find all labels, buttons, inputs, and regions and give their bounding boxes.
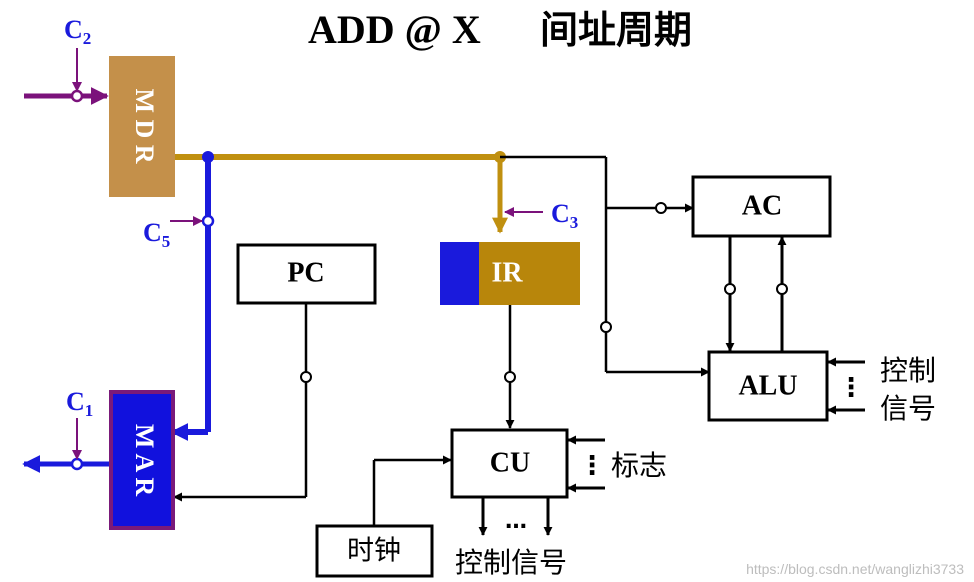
alu-unit: ALU — [707, 350, 829, 422]
c2-subscript: 2 — [83, 29, 92, 48]
ac-alu-links — [724, 236, 788, 352]
pc-label: PC — [287, 257, 324, 288]
cu-outputs — [478, 497, 553, 536]
c2-letter: C — [64, 15, 83, 44]
memory-data-bus-in — [24, 87, 109, 105]
control-signal-c1: C1 — [66, 387, 93, 460]
cu-output-ellipsis: … — [505, 509, 527, 534]
title-instruction: ADD @ X — [308, 7, 481, 52]
memory-address-bus-out — [22, 455, 111, 473]
c5-subscript: 5 — [162, 232, 171, 251]
flag-inputs — [567, 435, 605, 493]
pc-to-mar-link — [173, 303, 312, 502]
ir-to-cu-link — [504, 305, 516, 429]
alu-control-ellipsis: ⋮ — [838, 373, 864, 403]
svg-text:C5: C5 — [143, 218, 170, 251]
mdr-label: M D R — [130, 88, 159, 163]
title-cycle: 间址周期 — [540, 8, 692, 52]
flag-label: 标志 — [611, 449, 667, 482]
alu-label: ALU — [738, 370, 797, 401]
ir-label: IR — [491, 257, 523, 288]
watermark: https://blog.csdn.net/wanglizhi3733 — [746, 561, 964, 577]
clock-to-cu-link — [372, 455, 452, 525]
svg-text:C3: C3 — [551, 199, 578, 232]
cu-unit: CU — [450, 428, 569, 499]
c1-subscript: 1 — [85, 401, 94, 420]
c1-letter: C — [66, 387, 85, 416]
mdr-register: M D R — [109, 56, 175, 197]
svg-text:C2: C2 — [64, 15, 91, 48]
c3-letter: C — [551, 199, 570, 228]
c3-subscript: 3 — [570, 213, 579, 232]
mar-label: M A R — [130, 424, 159, 496]
mar-register: M A R — [109, 390, 175, 530]
ac-register: AC — [691, 175, 832, 238]
control-signal-c5: C5 — [143, 216, 203, 251]
clock-unit: 时钟 — [315, 524, 434, 578]
c5-letter: C — [143, 218, 162, 247]
svg-text:C1: C1 — [66, 387, 93, 420]
alu-control-label-1: 控制 — [880, 354, 936, 387]
flag-ellipsis: ⋮ — [579, 451, 605, 481]
alu-control-inputs — [827, 357, 865, 415]
mdr-to-mar-path — [170, 157, 215, 441]
clock-label: 时钟 — [347, 536, 401, 567]
control-signal-c3: C3 — [504, 199, 578, 232]
pc-register: PC — [236, 243, 377, 305]
ir-opcode-field — [440, 242, 479, 305]
mdr-data-bus — [175, 151, 508, 234]
cu-label: CU — [490, 447, 530, 478]
cu-output-label: 控制信号 — [455, 546, 567, 579]
ac-label: AC — [742, 190, 782, 221]
ir-register: IR — [440, 242, 580, 305]
alu-control-label-2: 信号 — [880, 392, 936, 425]
control-signal-c2: C2 — [64, 15, 91, 92]
ac-alu-bus — [500, 155, 710, 377]
